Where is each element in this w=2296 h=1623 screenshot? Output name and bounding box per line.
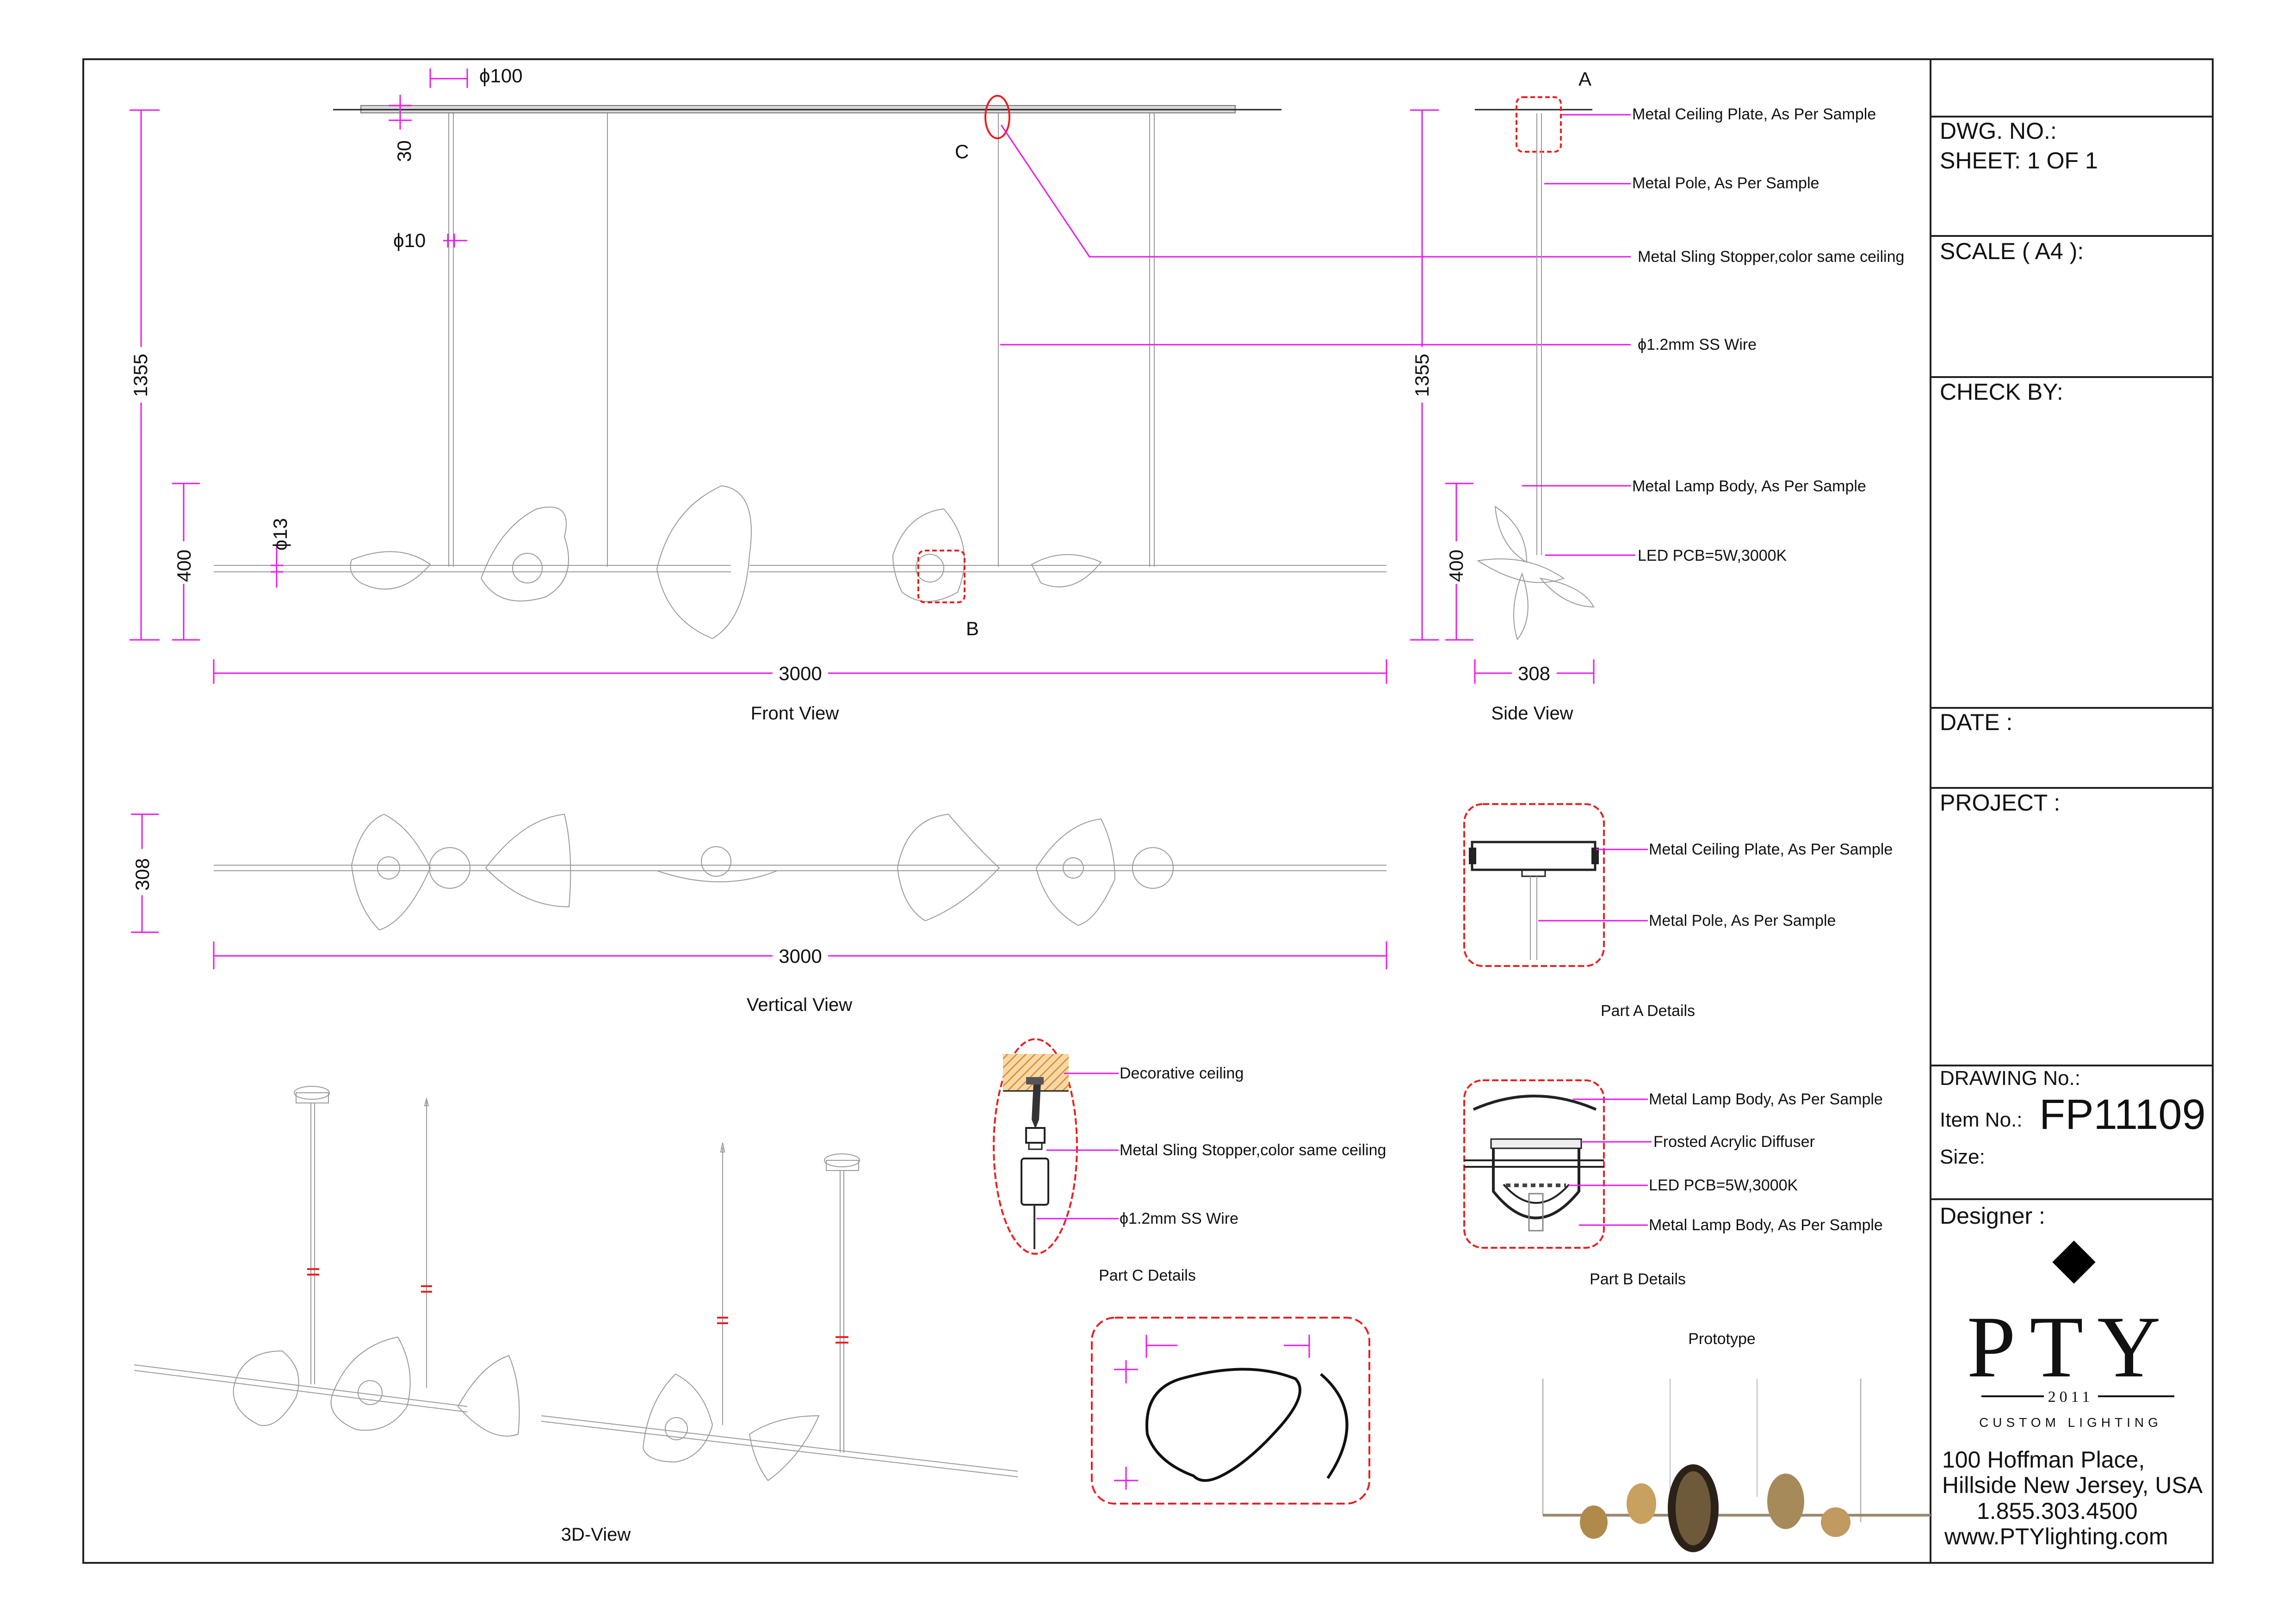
- callout-lamp-body: Metal Lamp Body, As Per Sample: [1632, 477, 1866, 495]
- vertical-view: 308 3000 Vertical View: [131, 813, 1387, 1015]
- item-no-value: FP11109: [2039, 1091, 2206, 1138]
- part-a-callout-plate: Metal Ceiling Plate, As Per Sample: [1649, 841, 1893, 858]
- dim-400: 400: [173, 550, 195, 582]
- check-by-label: CHECK BY:: [1940, 379, 2063, 405]
- dim-1355: 1355: [130, 354, 151, 397]
- dim-400-side: 400: [1445, 550, 1467, 582]
- title-block: DWG. NO.: SHEET: 1 OF 1 SCALE ( A4 ): CH…: [1931, 116, 2213, 1229]
- caption-vertical-view: Vertical View: [747, 995, 852, 1015]
- logo-year: 2011: [2048, 1388, 2094, 1406]
- part-b-details: Metal Lamp Body, As Per Sample Frosted A…: [1463, 1079, 1883, 1288]
- dwg-no-label: DWG. NO.:: [1940, 118, 2057, 144]
- brand-logo: PTY 2011 CUSTOM LIGHTING: [1967, 1240, 2175, 1430]
- part-b-outline: [1463, 1079, 1605, 1249]
- marker-c-label: C: [955, 141, 969, 162]
- caption-part-a: Part A Details: [1601, 1002, 1695, 1020]
- part-a-details: Metal Ceiling Plate, As Per Sample Metal…: [1463, 803, 1893, 1020]
- drawing-no-label: DRAWING No.:: [1940, 1067, 2080, 1090]
- caption-prototype: Prototype: [1688, 1330, 1756, 1348]
- callout-pole: Metal Pole, As Per Sample: [1632, 174, 1819, 192]
- marker-b-label: B: [966, 618, 979, 639]
- three-d-view: 3D-View: [134, 1086, 1018, 1545]
- dim-phi10: ϕ10: [393, 229, 426, 251]
- callout-led: LED PCB=5W,3000K: [1638, 547, 1787, 564]
- marker-a-label: A: [1578, 68, 1591, 90]
- part-b-callout-body-2: Metal Lamp Body, As Per Sample: [1649, 1216, 1883, 1234]
- dim-308-side: 308: [1518, 663, 1550, 684]
- shade-profile: [1091, 1317, 1370, 1505]
- address-line-2: Hillside New Jersey, USA: [1942, 1472, 2203, 1498]
- marker-c-circle: [984, 95, 1010, 139]
- diamond-logo-icon: [2052, 1240, 2096, 1284]
- leader-stopper: [1000, 124, 1631, 258]
- part-c-outline: [993, 1038, 1078, 1255]
- callout-ceiling-plate: Metal Ceiling Plate, As Per Sample: [1632, 105, 1876, 123]
- part-a-outline: [1463, 803, 1605, 967]
- dim-1355-side: 1355: [1411, 354, 1433, 397]
- shade-profile-outline: [1091, 1317, 1370, 1505]
- marker-b-box: [917, 550, 965, 603]
- part-b-callout-body: Metal Lamp Body, As Per Sample: [1649, 1090, 1883, 1108]
- sheet-border: [82, 58, 2214, 1564]
- project-label: PROJECT :: [1940, 790, 2060, 816]
- dim-phi100: ϕ100: [479, 65, 523, 87]
- item-no-label: Item No.:: [1940, 1109, 2023, 1131]
- part-a-callout-pole: Metal Pole, As Per Sample: [1649, 912, 1836, 929]
- address-line-1: 100 Hoffman Place,: [1942, 1447, 2145, 1473]
- caption-front-view: Front View: [751, 703, 839, 724]
- designer-label: Designer :: [1940, 1203, 2045, 1229]
- prototype: Prototype: [1542, 1330, 1931, 1552]
- marker-a-box: [1516, 96, 1562, 153]
- logo-text: PTY: [1967, 1299, 2175, 1396]
- part-c-callout-wire: ϕ1.2mm SS Wire: [1120, 1210, 1238, 1227]
- dim-3000: 3000: [779, 663, 822, 684]
- part-b-callout-led: LED PCB=5W,3000K: [1649, 1177, 1798, 1194]
- date-label: DATE :: [1940, 709, 2012, 735]
- sheet-label: SHEET: 1 OF 1: [1940, 148, 2098, 173]
- part-c-callout-stopper: Metal Sling Stopper,color same ceiling: [1120, 1141, 1386, 1159]
- caption-part-b: Part B Details: [1590, 1270, 1686, 1288]
- caption-side-view: Side View: [1491, 703, 1573, 724]
- callout-wire: ϕ1.2mm SS Wire: [1638, 336, 1757, 353]
- side-view: A 1355 400 308 Metal Ceiling Plate, As P…: [1410, 68, 1904, 724]
- part-b-callout-diffuser: Frosted Acrylic Diffuser: [1653, 1133, 1815, 1151]
- website: www.PTYlighting.com: [1944, 1524, 2168, 1549]
- caption-3d-view: 3D-View: [561, 1524, 631, 1545]
- dim-308-vertical: 308: [131, 858, 153, 891]
- scale-label: SCALE ( A4 ):: [1940, 238, 2084, 264]
- part-c-details: Decorative ceiling Metal Sling Stopper,c…: [993, 1038, 1386, 1284]
- dim-3000-vertical: 3000: [779, 945, 822, 967]
- dim-phi13: ϕ13: [269, 518, 291, 551]
- phone: 1.855.303.4500: [1977, 1498, 2138, 1524]
- callout-stopper: Metal Sling Stopper,color same ceiling: [1638, 248, 1904, 266]
- dim-30: 30: [393, 140, 415, 162]
- part-c-callout-ceiling: Decorative ceiling: [1120, 1065, 1244, 1082]
- logo-tagline: CUSTOM LIGHTING: [1979, 1415, 2162, 1430]
- size-label: Size:: [1940, 1146, 1985, 1168]
- caption-part-c: Part C Details: [1099, 1267, 1196, 1284]
- front-view: C B ϕ100 30 ϕ10 1355 400 ϕ13: [130, 65, 1631, 724]
